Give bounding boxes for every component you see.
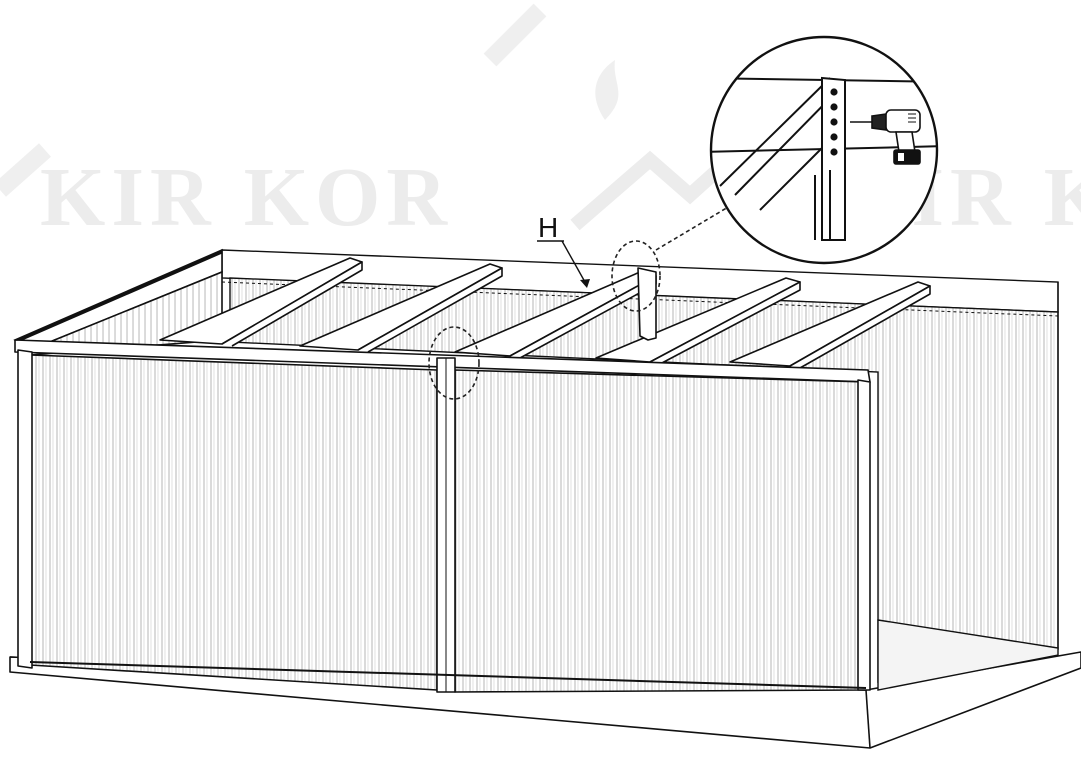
zoom-callout (709, 35, 939, 265)
watermark-text-left: KIR KOR (40, 151, 453, 244)
part-label-text: H (538, 212, 558, 243)
center-roof-post (637, 267, 657, 341)
part-label-H: H (537, 212, 590, 288)
joint-marker-roof (611, 240, 661, 312)
front-left-corner-post (17, 349, 33, 669)
front-right-corner-post (857, 379, 871, 691)
front-wall-panel-left (29, 354, 438, 691)
front-wall (14, 339, 871, 693)
screw-holes (830, 88, 838, 156)
part-label-arrow (561, 240, 586, 283)
joint-marker-front (428, 326, 480, 400)
drill-icon (850, 109, 921, 165)
right-wall-inner (877, 619, 1059, 691)
front-wall-panel-right (454, 369, 867, 693)
roof-beams (159, 257, 931, 369)
watermark-flame-logo (595, 60, 619, 120)
